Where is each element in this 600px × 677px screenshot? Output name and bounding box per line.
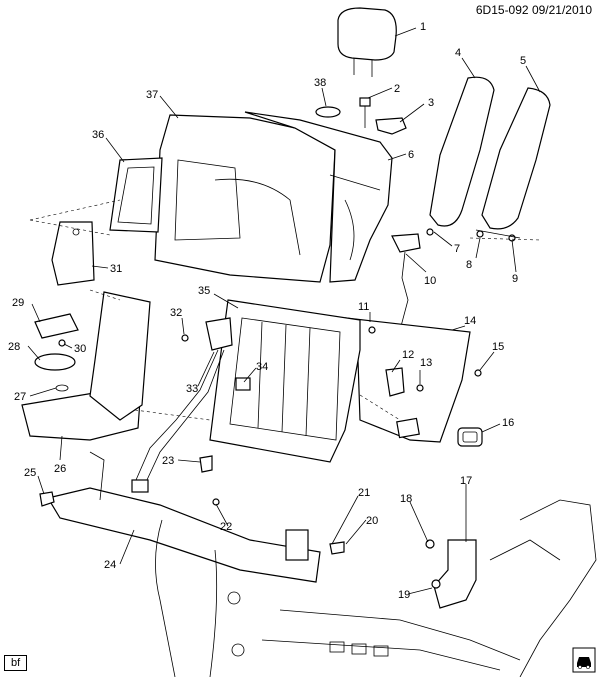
guide-clip[interactable] [315,106,341,118]
cross-member-bolts[interactable] [39,455,345,555]
callout-21[interactable]: 21 [358,487,370,499]
seatback-latch[interactable] [391,228,434,331]
head-restraint[interactable] [337,7,397,77]
callout-6[interactable]: 6 [408,149,414,161]
callout-18[interactable]: 18 [400,493,412,505]
callout-3[interactable]: 3 [428,97,434,109]
callout-13[interactable]: 13 [420,357,432,369]
release-handle[interactable] [457,427,483,447]
seat-cross-member[interactable] [47,451,321,583]
corner-tag: bf [4,655,28,671]
callout-22[interactable]: 22 [220,521,232,533]
callout-19[interactable]: 19 [398,589,410,601]
seatback-panel[interactable] [345,317,471,443]
bolster-left[interactable] [429,76,495,227]
callout-30[interactable]: 30 [74,343,86,355]
seatback-frame[interactable] [244,111,393,283]
head-restraint-guide[interactable] [359,97,371,128]
callout-28[interactable]: 28 [8,341,20,353]
callout-5[interactable]: 5 [520,55,526,67]
callout-31[interactable]: 31 [110,263,122,275]
callout-24[interactable]: 24 [104,559,116,571]
callout-26[interactable]: 26 [54,463,66,475]
guide-bracket[interactable] [375,117,407,135]
panel-hardware[interactable] [368,326,482,397]
relation-lines [29,199,541,421]
hinge-bracket[interactable] [425,539,477,609]
diagram-code: 6D15-092 [475,3,529,17]
callout-23[interactable]: 23 [162,455,174,467]
floor-pan [155,499,597,677]
cup-holder[interactable] [34,313,79,392]
callout-17[interactable]: 17 [460,475,472,487]
callout-2[interactable]: 2 [394,83,400,95]
seat-belt[interactable] [131,317,233,493]
callout-9[interactable]: 9 [512,273,518,285]
callout-37[interactable]: 37 [146,89,158,101]
vehicle-silhouette-icon [572,647,596,673]
leader-lines [27,27,541,595]
callout-8[interactable]: 8 [466,259,472,271]
callout-34[interactable]: 34 [256,361,268,373]
seatback-inner-frame[interactable] [209,299,361,463]
callout-4[interactable]: 4 [455,47,461,59]
callout-14[interactable]: 14 [464,315,476,327]
callout-32[interactable]: 32 [170,307,182,319]
callout-38[interactable]: 38 [314,77,326,89]
seatback-pad[interactable] [154,114,336,283]
trim-bezel[interactable] [109,157,163,233]
callout-12[interactable]: 12 [402,349,414,361]
callout-35[interactable]: 35 [198,285,210,297]
callout-27[interactable]: 27 [14,391,26,403]
callout-7[interactable]: 7 [454,243,460,255]
callout-labels: 1 2 3 4 5 6 7 8 9 10 11 12 13 14 15 16 1… [8,21,526,601]
callout-11[interactable]: 11 [358,301,369,313]
callout-29[interactable]: 29 [12,297,24,309]
callout-25[interactable]: 25 [24,467,36,479]
callout-16[interactable]: 16 [502,417,514,429]
trim-cover[interactable] [51,221,95,286]
callout-15[interactable]: 15 [492,341,504,353]
callout-33[interactable]: 33 [186,383,198,395]
callout-10[interactable]: 10 [424,275,436,287]
armrest-housing[interactable] [89,291,151,421]
callout-20[interactable]: 20 [366,515,378,527]
callout-36[interactable]: 36 [92,129,104,141]
diagram-header: 6D15-092 09/21/2010 [476,3,592,17]
bolster-right[interactable] [481,87,551,230]
diagram-date: 09/21/2010 [531,3,592,17]
callout-1[interactable]: 1 [420,21,426,33]
